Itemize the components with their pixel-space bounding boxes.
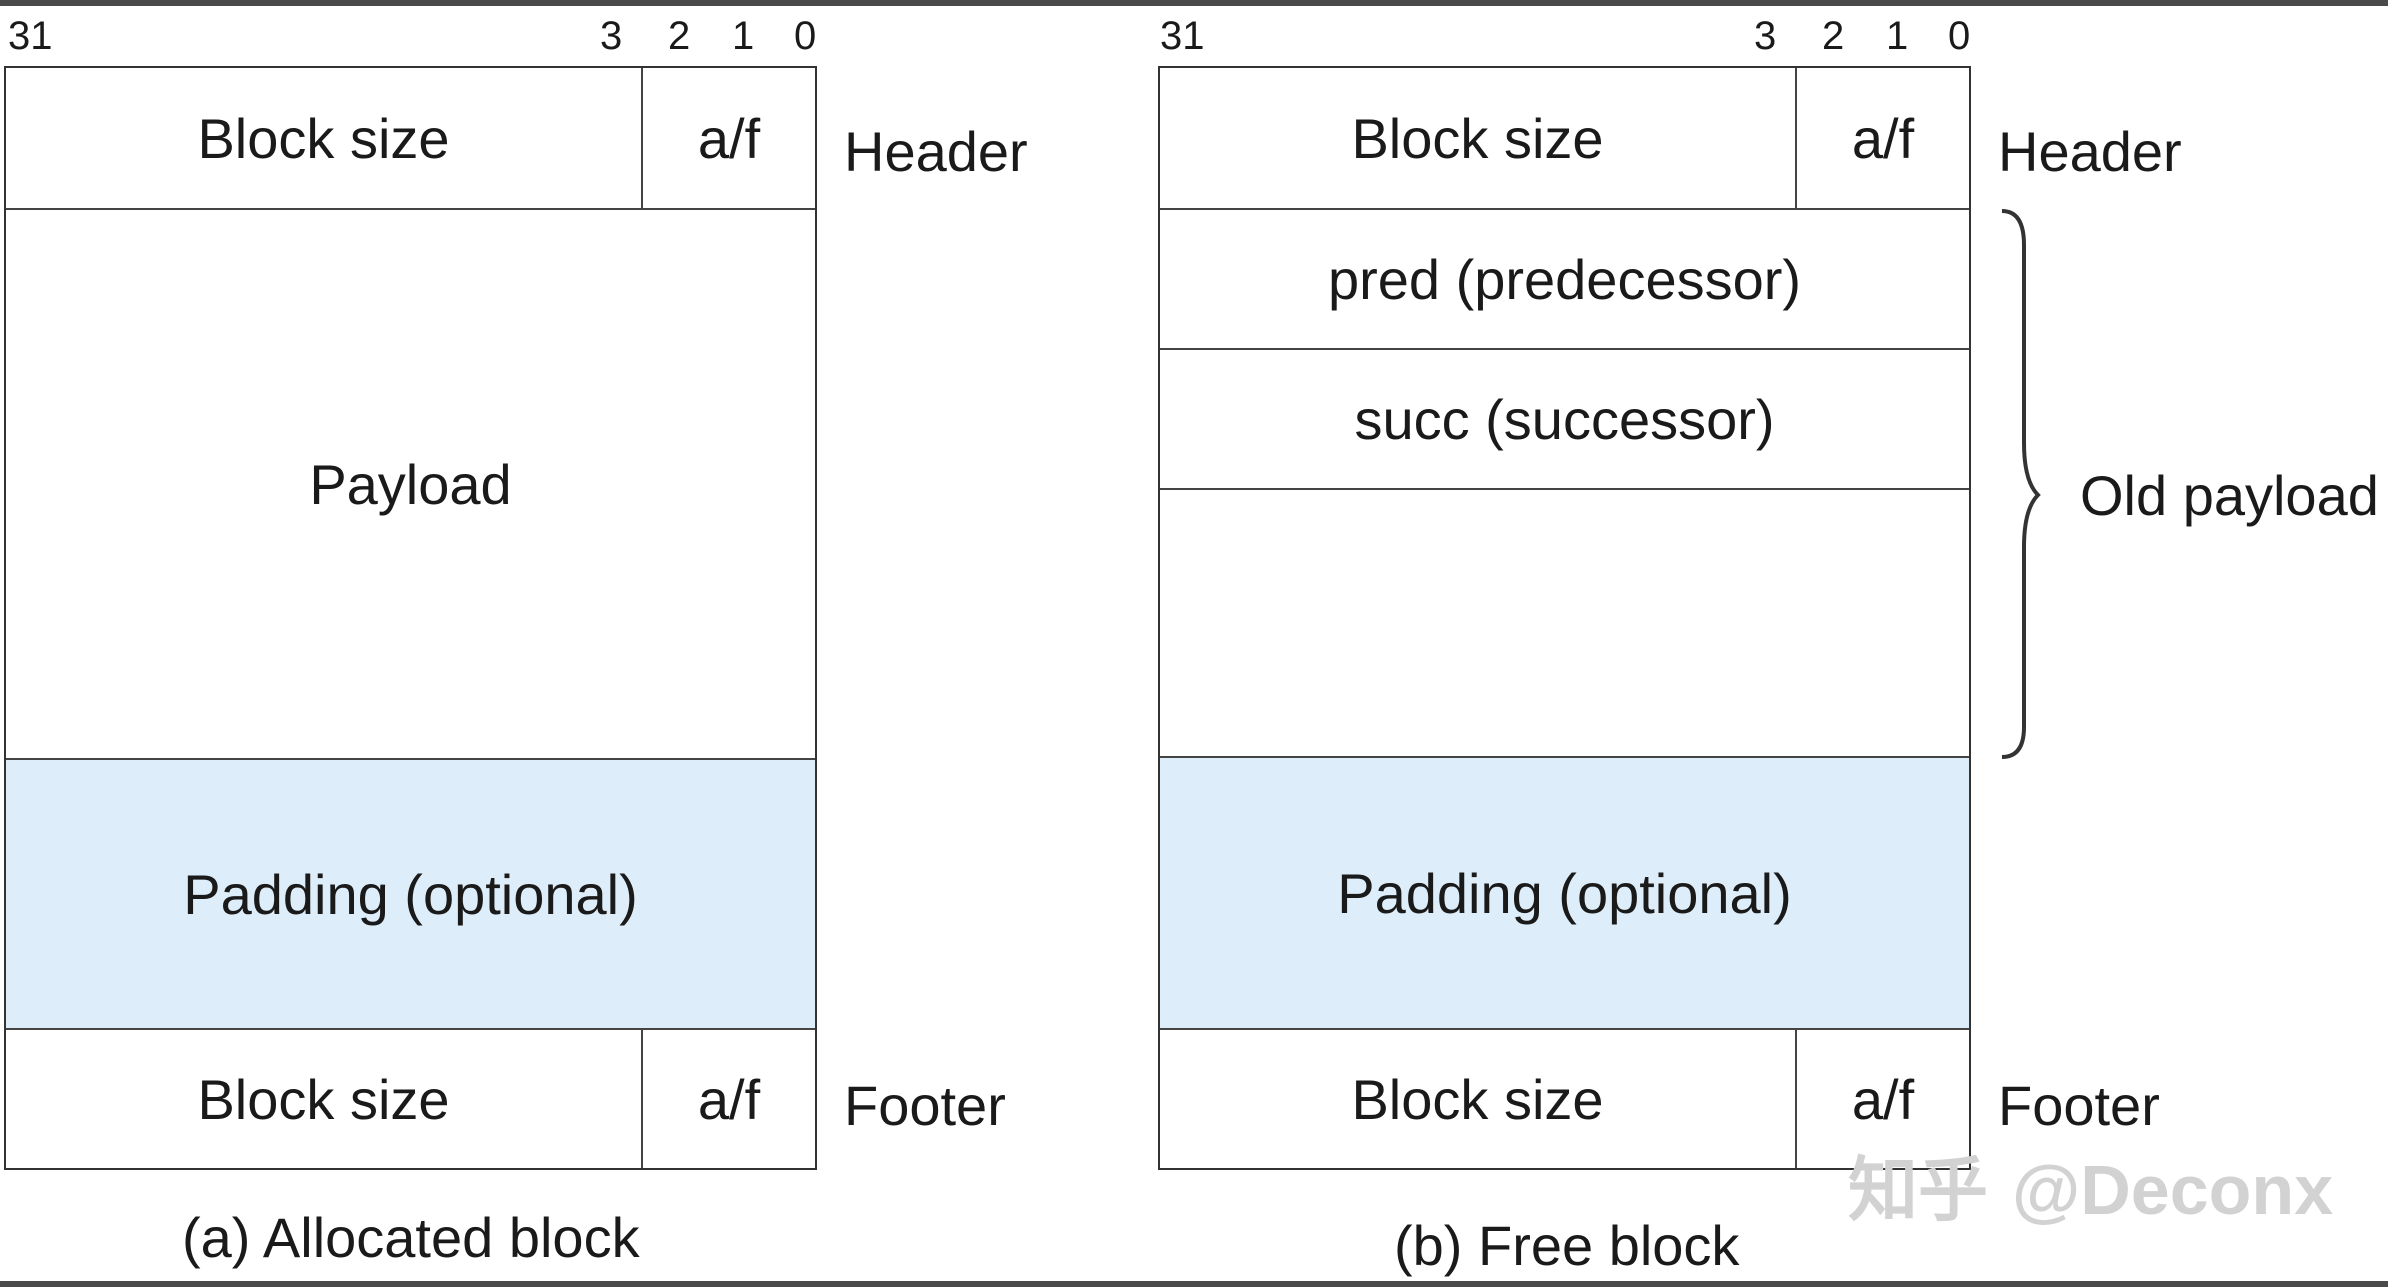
succ-row: succ (successor) [1160, 350, 1969, 490]
header-label: Header [844, 120, 1028, 183]
padding-row: Padding (optional) [1160, 758, 1969, 1030]
free-block: Block size a/f pred (predecessor) succ (… [1158, 66, 1971, 1170]
bit-label-0: 0 [1948, 14, 1971, 58]
padding-row: Padding (optional) [6, 760, 815, 1030]
header-label: Header [1998, 120, 2182, 183]
old-payload-space [1160, 490, 1969, 758]
alloc-flag-cell: a/f [1795, 68, 1969, 208]
alloc-flag-cell: a/f [1795, 1030, 1969, 1168]
top-border [0, 0, 2388, 6]
alloc-flag-cell: a/f [641, 68, 815, 208]
payload-row: Payload [6, 210, 815, 760]
bit-label-31: 31 [8, 14, 53, 58]
free-header-row: Block size a/f [1160, 68, 1969, 210]
watermark: 知乎 @Deconx [1848, 1150, 2333, 1230]
padding-label: Padding (optional) [1337, 861, 1792, 925]
succ-pointer-label: succ (successor) [1354, 387, 1775, 451]
bit-label-3: 3 [600, 14, 623, 58]
bit-label-1: 1 [732, 14, 755, 58]
old-payload-label: Old payload [2080, 464, 2379, 527]
free-caption: (b) Free block [1394, 1214, 1740, 1277]
bit-label-3: 3 [1754, 14, 1777, 58]
bit-label-31: 31 [1160, 14, 1205, 58]
payload-label: Payload [309, 452, 512, 516]
block-size-cell: Block size [1351, 106, 1604, 170]
padding-label: Padding (optional) [183, 862, 638, 926]
block-size-cell: Block size [1351, 1067, 1604, 1131]
watermark-handle: @Deconx [2012, 1151, 2334, 1229]
footer-label: Footer [844, 1074, 1006, 1137]
alloc-flag-cell: a/f [641, 1030, 815, 1168]
bottom-border [0, 1281, 2388, 1287]
free-footer-row: Block size a/f [1160, 1030, 1969, 1168]
block-size-cell: Block size [197, 1067, 450, 1131]
allocated-footer-row: Block size a/f [6, 1030, 815, 1168]
footer-label: Footer [1998, 1074, 2160, 1137]
bit-label-0: 0 [794, 14, 817, 58]
bit-label-2: 2 [668, 14, 691, 58]
allocated-block: Block size a/f Payload Padding (optional… [4, 66, 817, 1170]
pred-pointer-label: pred (predecessor) [1327, 247, 1802, 311]
bit-label-2: 2 [1822, 14, 1845, 58]
curly-brace-icon [2001, 209, 2041, 759]
block-size-cell: Block size [197, 106, 450, 170]
watermark-cjk: 知乎 [1848, 1151, 1988, 1229]
bit-label-1: 1 [1886, 14, 1909, 58]
allocated-caption: (a) Allocated block [182, 1206, 640, 1269]
pred-row: pred (predecessor) [1160, 210, 1969, 350]
allocated-header-row: Block size a/f [6, 68, 815, 210]
